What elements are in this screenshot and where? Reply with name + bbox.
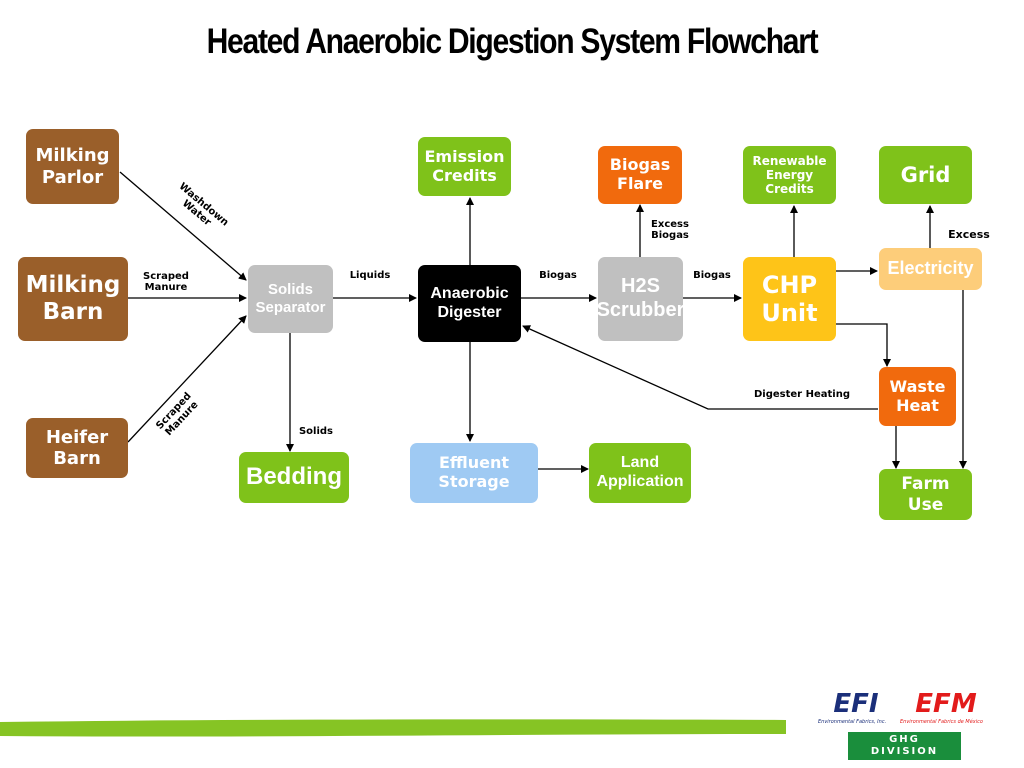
- efm-logo: EFM: [915, 689, 977, 718]
- efi-logo: EFI: [833, 689, 879, 718]
- land-application-node: Land Application: [589, 443, 691, 503]
- footer-green-swoosh: [0, 719, 786, 737]
- page-title: Heated Anaerobic Digestion System Flowch…: [206, 22, 819, 61]
- solids-label: Solids: [298, 426, 334, 437]
- digester-heating-label: Digester Heating: [754, 389, 850, 400]
- chp-unit-node: CHP Unit: [743, 257, 836, 341]
- arrow-chp-to-waste-heat: [836, 323, 891, 367]
- liquids-label: Liquids: [349, 270, 391, 281]
- h2s-scrubber-node: H2S Scrubber: [597, 257, 684, 341]
- bedding-node: Bedding: [239, 452, 349, 503]
- arrow-waste-heat-to-digester: [522, 325, 878, 410]
- efm-caption: Environmental Fabrics de México: [900, 719, 983, 725]
- biogas-label-2: Biogas: [693, 270, 731, 281]
- electricity-node: Electricity: [879, 248, 982, 290]
- emission-credits-node: Emission Credits: [418, 137, 511, 196]
- grid-node: Grid: [879, 146, 972, 204]
- excess-label: Excess: [948, 228, 990, 241]
- waste-heat-node: Waste Heat: [879, 367, 956, 426]
- anaerobic-digester-node: Anaerobic Digester: [418, 265, 521, 342]
- ghg-division-badge: GHG DIVISION: [848, 732, 961, 760]
- arrow-heifer-to-separator: [127, 315, 247, 443]
- heifer-barn-node: Heifer Barn: [26, 418, 128, 478]
- arrow-parlor-to-separator: [119, 171, 247, 281]
- farm-use-node: Farm Use: [879, 469, 972, 520]
- biogas-flare-node: Biogas Flare: [598, 146, 682, 204]
- svg-text:EFM: EFM: [915, 689, 977, 718]
- effluent-storage-node: Effluent Storage: [410, 443, 538, 503]
- milking-barn-node: Milking Barn: [18, 257, 128, 341]
- solids-separator-node: Solids Separator: [248, 265, 333, 333]
- biogas-label-1: Biogas: [539, 270, 577, 281]
- scraped-manure-barn-label: Scraped Manure: [143, 271, 189, 293]
- svg-text:EFI: EFI: [833, 689, 879, 718]
- milking-parlor-node: Milking Parlor: [26, 129, 119, 204]
- renewable-energy-credits-node: Renewable Energy Credits: [743, 146, 836, 204]
- excess-biogas-label: Excess Biogas: [651, 219, 689, 241]
- efi-caption: Environmental Fabrics, Inc.: [818, 719, 887, 725]
